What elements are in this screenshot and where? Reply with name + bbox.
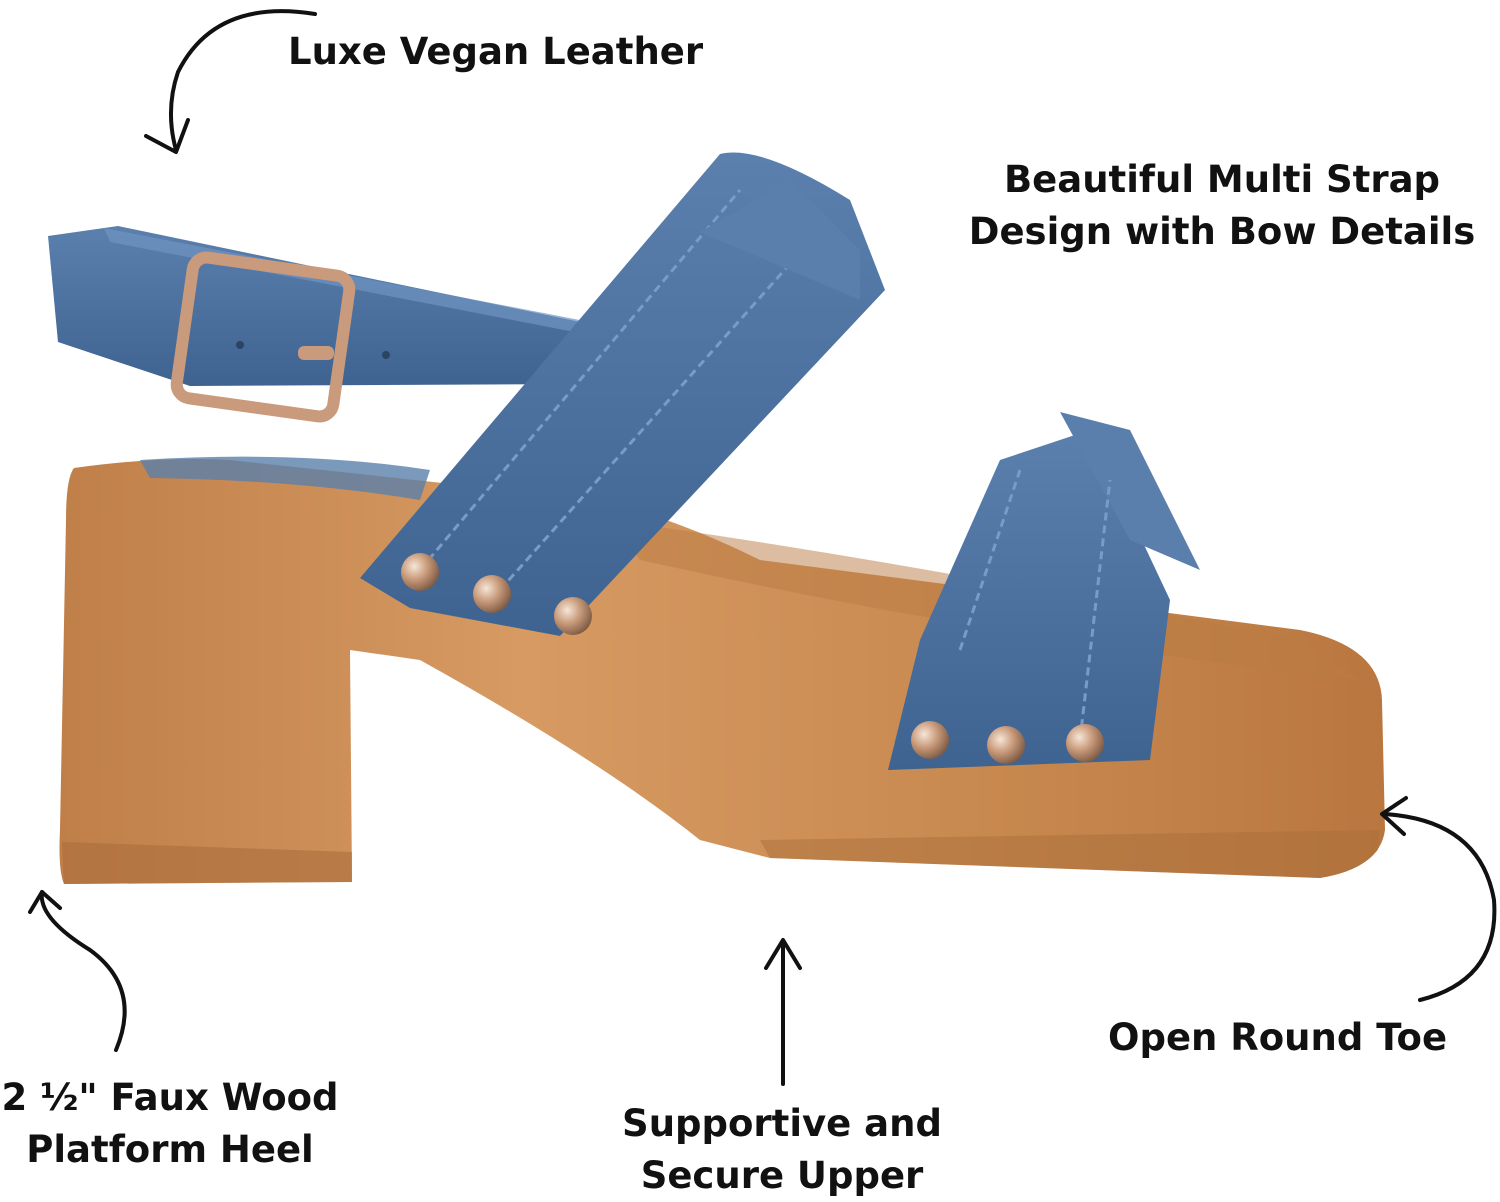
callout-open-toe: Open Round Toe — [1108, 1012, 1447, 1064]
arrow-heel-icon — [28, 890, 127, 1052]
callout-multi-strap-line-1: Beautiful Multi Strap — [1003, 158, 1441, 201]
ankle-strap — [48, 226, 590, 386]
arrow-upper-icon — [764, 938, 802, 1086]
callout-secure-upper-line-2: Secure Upper — [640, 1154, 924, 1197]
arrow-leather-icon — [144, 9, 317, 154]
callout-secure-upper-line-1: Supportive and — [622, 1102, 942, 1145]
callout-secure-upper: Supportive and Secure Upper — [612, 1098, 952, 1202]
callout-platform-heel-line-1: 2 ½" Faux Wood — [1, 1076, 339, 1119]
platform-sole — [59, 456, 1385, 884]
callout-vegan-leather-text: Luxe Vegan Leather — [288, 30, 704, 73]
callout-platform-heel: 2 ½" Faux Wood Platform Heel — [0, 1072, 340, 1176]
front-strap — [888, 412, 1200, 770]
buckle — [170, 251, 356, 423]
rear-strap — [360, 152, 885, 636]
callout-multi-strap: Beautiful Multi Strap Design with Bow De… — [962, 154, 1482, 258]
callout-open-toe-text: Open Round Toe — [1108, 1016, 1448, 1059]
callout-platform-heel-line-2: Platform Heel — [26, 1128, 314, 1171]
arrow-toe-icon — [1380, 796, 1497, 1002]
callout-multi-strap-line-2: Design with Bow Details — [968, 210, 1476, 253]
callout-vegan-leather: Luxe Vegan Leather — [288, 26, 703, 78]
